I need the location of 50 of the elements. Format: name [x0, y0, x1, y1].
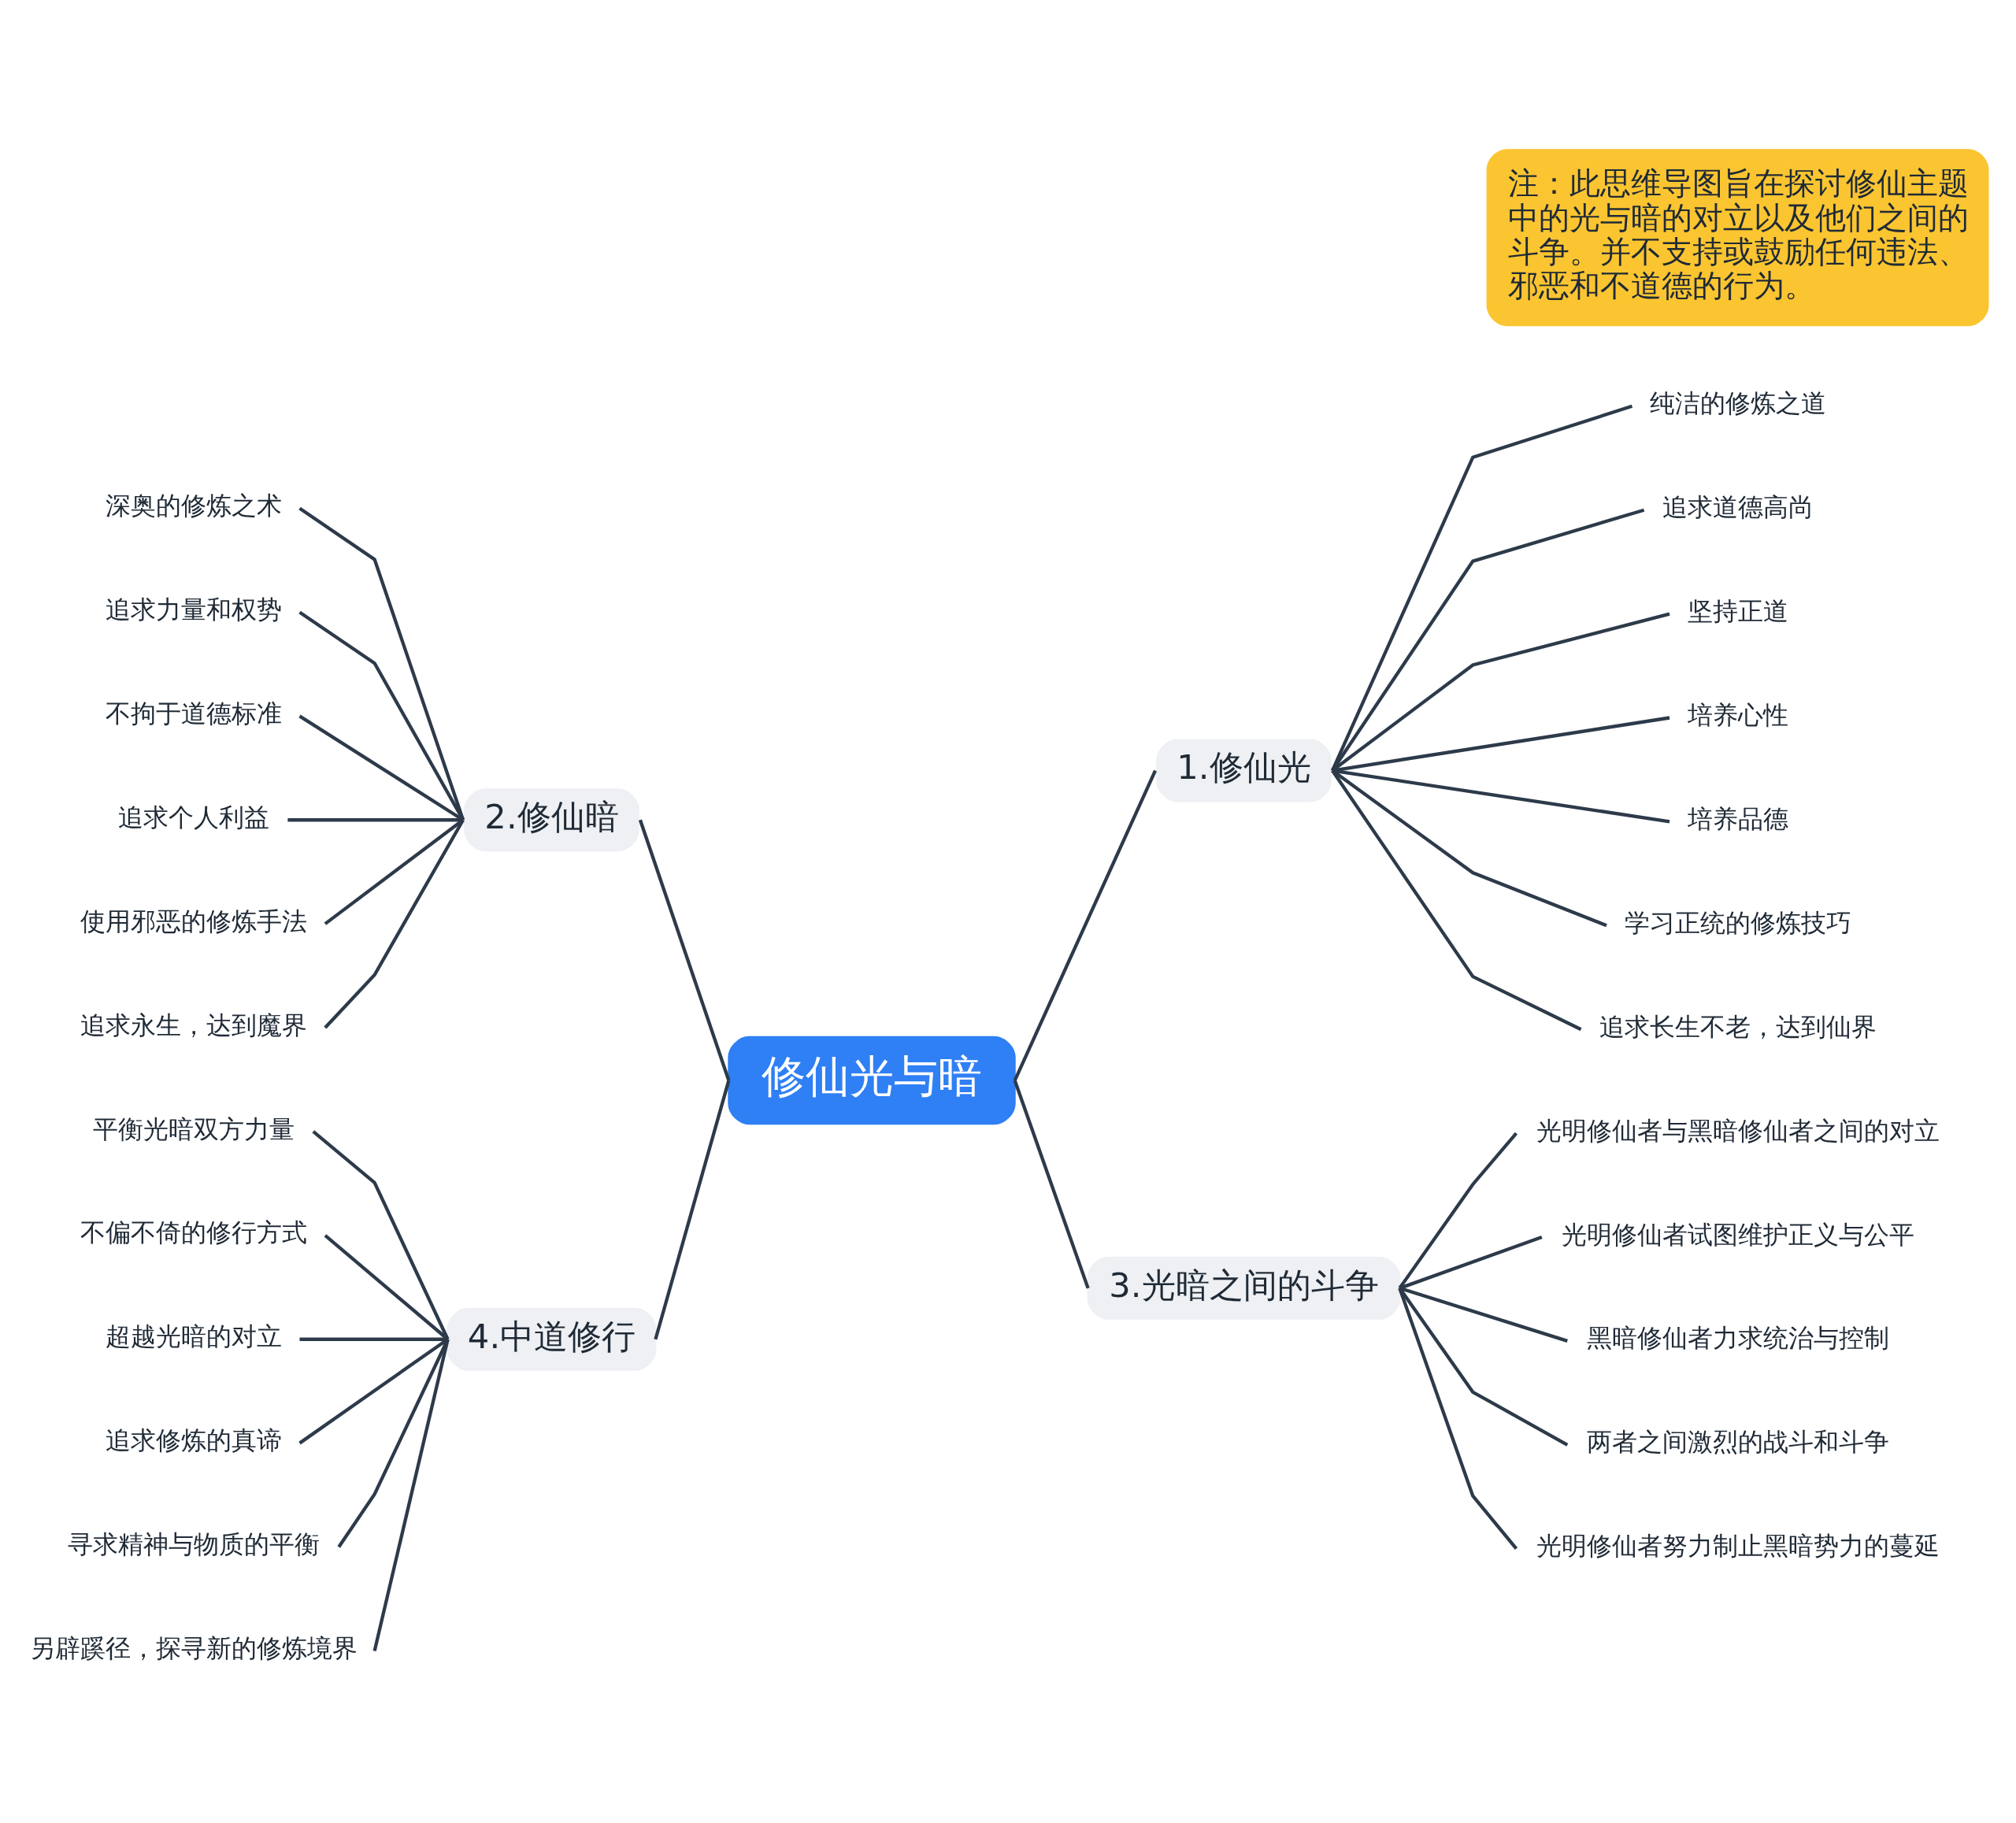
- node-text: 追求道德高尚: [1662, 491, 1814, 522]
- connector: [324, 1233, 449, 1340]
- node-text: 平衡光暗双方力量: [93, 1113, 295, 1143]
- connector: [298, 506, 465, 821]
- node-text: 寻求精神与物质的平衡: [68, 1528, 321, 1559]
- connector: [1398, 1287, 1569, 1447]
- connector: [1398, 1132, 1518, 1289]
- node-text: 超越光暗的对立: [106, 1321, 283, 1351]
- node-text: 追求个人利益: [118, 802, 270, 832]
- node-text: 光明修仙者努力制止黑暗势力的蔓延: [1536, 1530, 1940, 1561]
- connector: [324, 818, 465, 1028]
- connector: [1332, 715, 1670, 773]
- connector: [324, 818, 465, 925]
- node-box: 4.中道修行: [447, 1307, 657, 1371]
- connector: [298, 610, 465, 821]
- connector: [312, 1129, 450, 1340]
- label: 注：此思维导图旨在探讨修仙主题中的光与暗的对立以及他们之间的斗争。并不支持或鼓励任何违法、邪恶和不道德的行为。: [1507, 165, 1969, 303]
- connector: [1398, 1287, 1518, 1550]
- connector: [1331, 769, 1582, 1031]
- node-text: 深奥的修炼之术: [106, 490, 283, 521]
- node-text: 光明修仙者与黑暗修仙者之间的对立: [1536, 1115, 1940, 1146]
- connector: [372, 1338, 450, 1651]
- connector: [1013, 1079, 1090, 1289]
- node-text: 学习正统的修炼技巧: [1624, 907, 1851, 938]
- node-box: 1.修仙光: [1156, 739, 1332, 802]
- connector: [1013, 769, 1157, 1081]
- node-text: 培养心性: [1687, 699, 1788, 730]
- connector: [1399, 1235, 1543, 1290]
- node-text: 追求修炼的真谛: [106, 1425, 283, 1455]
- connector: [1331, 508, 1645, 772]
- node-text: 追求力量和权势: [106, 594, 283, 624]
- node-text: 光明修仙者试图维护正义与公平: [1561, 1219, 1914, 1250]
- node-text: 另辟蹊径，探寻新的修炼境界: [30, 1632, 358, 1663]
- node-text: 追求长生不老，达到仙界: [1599, 1011, 1877, 1042]
- node-box: 修仙光与暗: [728, 1036, 1016, 1125]
- node-text: 黑暗修仙者力求统治与控制: [1586, 1322, 1889, 1353]
- node-text: 培养品德: [1687, 803, 1788, 834]
- node-text: 坚持正道: [1687, 595, 1788, 626]
- connector: [1330, 404, 1633, 771]
- node-text: 不偏不倚的修行方式: [80, 1217, 308, 1247]
- connector: [654, 1080, 731, 1339]
- connector: [1331, 612, 1670, 772]
- node-text: 纯洁的修炼之道: [1649, 387, 1826, 418]
- node-text: 追求永生，达到魔界: [80, 1010, 308, 1040]
- node-text: 两者之间激烈的战斗和斗争: [1586, 1426, 1889, 1457]
- connector: [638, 819, 731, 1081]
- node-box: 2.修仙暗: [464, 787, 639, 851]
- node-text: 不拘于道德标准: [106, 698, 283, 728]
- node-box: 3.光暗之间的斗争: [1087, 1256, 1401, 1320]
- node-text: 使用邪恶的修炼手法: [80, 906, 308, 936]
